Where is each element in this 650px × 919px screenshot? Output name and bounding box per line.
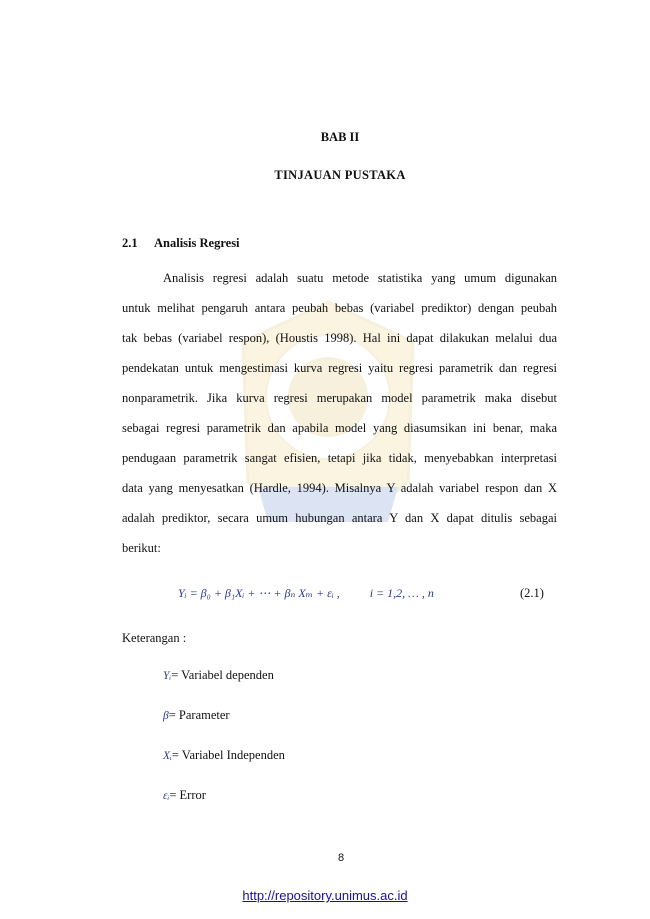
- paragraph-line: sebagai regresi parametrik dan apabila m…: [122, 421, 557, 435]
- definition-symbol: εᵢ: [163, 790, 170, 802]
- definition-text: = Variabel Independen: [171, 748, 285, 762]
- chapter-title: TINJAUAN PUSTAKA: [274, 168, 406, 182]
- definition-symbol: β: [163, 710, 169, 722]
- definition-text: = Error: [169, 788, 206, 802]
- paragraph-line: untuk melihat pengaruh antara peubah beb…: [122, 301, 557, 315]
- definition-text: = Variabel dependen: [171, 668, 274, 682]
- definition-item: β= Parameter: [163, 708, 230, 723]
- paragraph-line: pendekatan untuk mengestimasi kurva regr…: [122, 361, 557, 375]
- paragraph-line: tak bebas (variabel respon), (Houstis 19…: [122, 331, 557, 345]
- page-number: 8: [337, 852, 345, 864]
- definition-symbol: Yᵢ: [163, 670, 172, 682]
- definition-item: Xᵢ= Variabel Independen: [163, 748, 285, 763]
- definition-item: Yᵢ= Variabel dependen: [163, 668, 274, 683]
- section-number: 2.1: [122, 236, 138, 250]
- section-heading: 2.1 Analisis Regresi: [122, 236, 240, 251]
- section-title: Analisis Regresi: [154, 236, 240, 250]
- paragraph-line: pendugaan parametrik sangat efisien, tet…: [122, 451, 557, 465]
- repository-link[interactable]: http://repository.unimus.ac.id: [242, 888, 408, 903]
- university-logo-watermark: [241, 300, 415, 522]
- paragraph-line: data yang menyesatkan (Hardle, 1994). Mi…: [122, 481, 557, 495]
- equation-index: i = 1,2, … , n: [369, 586, 434, 600]
- paragraph-line: Analisis regresi adalah suatu metode sta…: [163, 271, 557, 285]
- paragraph-line: berikut:: [122, 541, 161, 555]
- regression-equation: Yᵢ = β₀ + β₁Xᵢ + ⋯ + βₙ Xₘ + εᵢ , i = 1,2…: [178, 586, 434, 601]
- chapter-number: BAB II: [320, 130, 360, 144]
- equation-body: Yᵢ = β₀ + β₁Xᵢ + ⋯ + βₙ Xₘ + εᵢ ,: [178, 586, 340, 600]
- paragraph-line: adalah prediktor, secara umum hubungan a…: [122, 511, 557, 525]
- definition-symbol: Xᵢ: [163, 750, 172, 762]
- keterangan-label: Keterangan :: [122, 631, 187, 645]
- paragraph-line: nonparametrik. Jika kurva regresi merupa…: [122, 391, 557, 405]
- definition-item: εᵢ= Error: [163, 788, 206, 803]
- equation-number: (2.1): [520, 586, 544, 600]
- definition-text: = Parameter: [168, 708, 230, 722]
